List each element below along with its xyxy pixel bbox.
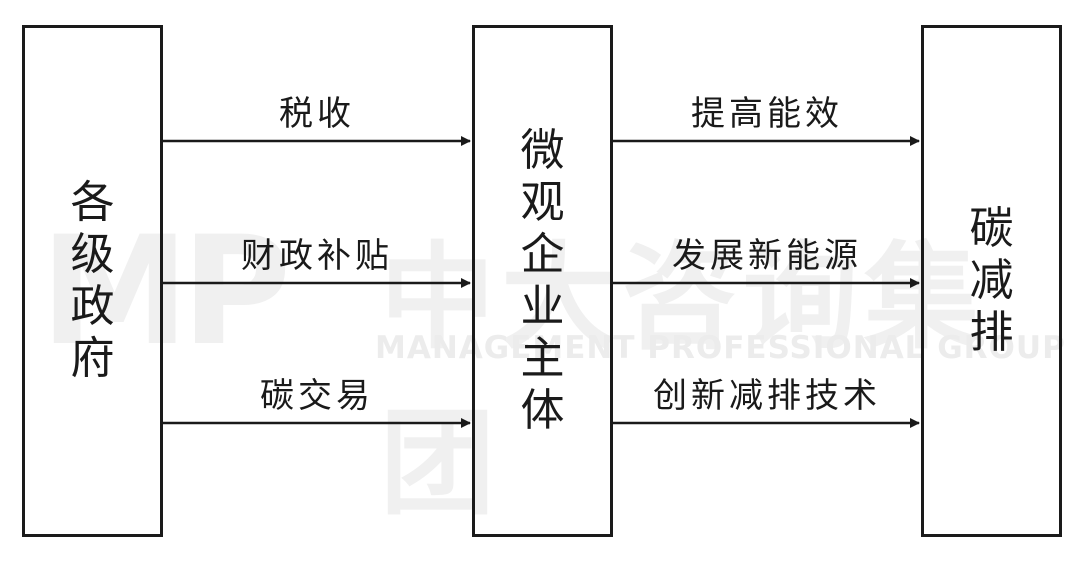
edge-label-efficiency: 提高能效: [691, 94, 843, 134]
enterprise-label: 微 观 企 业 主 体: [521, 125, 565, 437]
edge-label-innovation: 创新减排技术: [653, 376, 881, 416]
emission-box: 碳 减 排: [921, 25, 1062, 537]
enterprise-char: 主: [520, 333, 565, 384]
enterprise-char: 观: [520, 177, 565, 228]
enterprise-char: 业: [520, 281, 565, 332]
edge-label-carbon-trading: 碳交易: [260, 376, 374, 416]
emission-label: 碳 减 排: [970, 203, 1014, 359]
enterprise-char: 微: [520, 125, 565, 176]
edge-label-tax: 税收: [279, 94, 355, 134]
emission-char: 排: [969, 307, 1014, 358]
enterprise-char: 体: [520, 385, 565, 436]
enterprise-char: 企: [520, 229, 565, 280]
emission-char: 碳: [969, 203, 1014, 254]
enterprise-box: 微 观 企 业 主 体: [472, 25, 613, 537]
government-label: 各 级 政 府: [71, 177, 115, 385]
government-box: 各 级 政 府: [22, 25, 163, 537]
government-char: 各: [70, 177, 115, 228]
edge-label-new-energy: 发展新能源: [672, 236, 862, 276]
government-char: 级: [70, 229, 115, 280]
edge-label-subsidy: 财政补贴: [241, 236, 393, 276]
emission-char: 减: [969, 255, 1014, 306]
government-char: 政: [70, 281, 115, 332]
government-char: 府: [70, 333, 115, 384]
